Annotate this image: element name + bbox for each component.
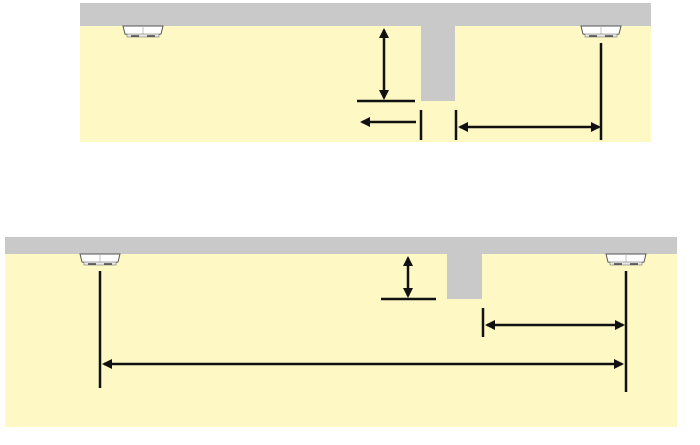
ceiling-slab <box>5 237 677 254</box>
ceiling-beam <box>421 26 455 101</box>
smoke-detector-icon <box>79 253 121 266</box>
smoke-detector-icon <box>605 253 647 266</box>
ceiling-slab <box>80 3 651 26</box>
ceiling-beam <box>447 254 482 299</box>
bottom-diagram <box>5 237 677 427</box>
smoke-detector-icon <box>580 25 622 38</box>
smoke-detector-icon <box>122 25 164 38</box>
room-background <box>5 237 677 427</box>
top-diagram <box>80 3 651 142</box>
